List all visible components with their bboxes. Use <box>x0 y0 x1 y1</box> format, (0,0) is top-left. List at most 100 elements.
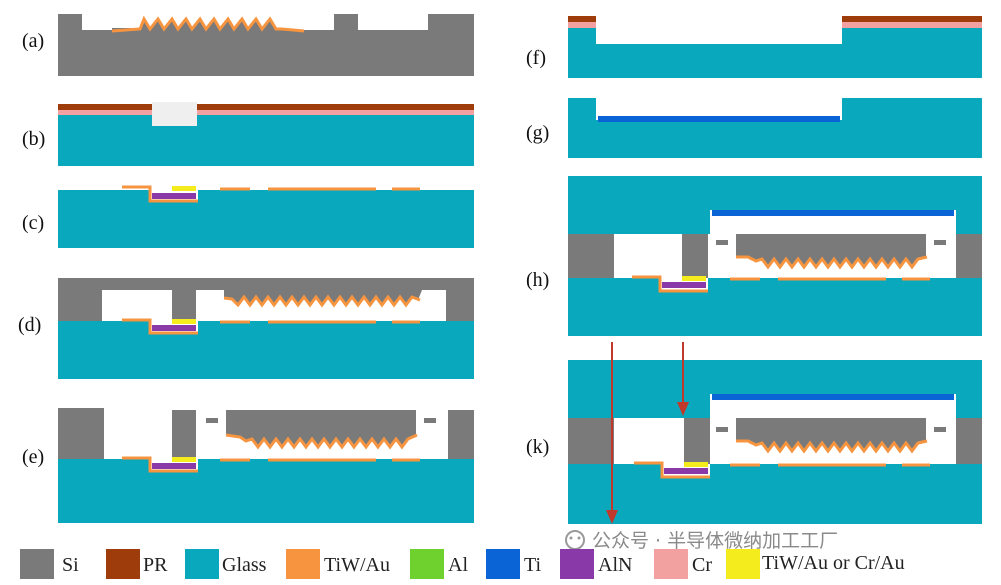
glass-substrate <box>568 464 982 524</box>
si-anchor-right <box>956 418 982 464</box>
legend-label-tiwau: TiW/Au <box>324 554 390 576</box>
step-label-k: (k) <box>526 436 549 458</box>
cr-layer <box>58 110 474 115</box>
tiwau-line <box>122 185 198 203</box>
glass-substrate <box>58 114 474 166</box>
legend-label-al: Al <box>448 554 468 576</box>
si-spring-left <box>716 427 728 432</box>
tiw-or-cr-pad <box>172 319 196 324</box>
pr-layer-left <box>568 16 596 22</box>
tiwau-line <box>122 456 198 473</box>
step-label-d: (d) <box>18 314 41 336</box>
si-anchor-left <box>568 234 614 278</box>
si-anchor-left <box>58 408 104 459</box>
legend: Si PR Glass TiW/Au Al Ti AlN Cr TiW/Au o… <box>20 549 905 579</box>
step-label-f: (f) <box>526 47 546 69</box>
si-spring-right <box>934 427 946 432</box>
aln-layer <box>152 463 196 469</box>
step-h-panel <box>568 176 982 336</box>
ti-getter <box>712 210 954 216</box>
legend-swatch-cr <box>654 549 688 579</box>
step-label-g: (g) <box>526 122 549 144</box>
step-f-panel <box>568 16 982 78</box>
aln-layer <box>662 282 706 288</box>
ti-getter <box>712 394 954 400</box>
legend-swatch-ti <box>486 549 520 579</box>
tiwau-film <box>111 15 305 33</box>
legend-label-pr: PR <box>143 554 168 576</box>
tiwau-film <box>225 433 418 450</box>
aln-layer <box>152 325 196 331</box>
glass-cap <box>568 360 982 418</box>
tiwau-line <box>634 461 710 479</box>
glass-cap <box>568 176 982 234</box>
step-label-b: (b) <box>22 128 45 150</box>
si-spring-right <box>934 240 946 245</box>
si-anchor-mid <box>172 410 196 459</box>
aln-layer <box>152 193 196 199</box>
aln-layer <box>664 468 708 474</box>
tiwau-line <box>632 275 708 293</box>
tiwau-line <box>122 318 198 335</box>
legend-swatch-tiw-or-cr <box>726 549 760 579</box>
si-anchor-mid <box>682 234 708 278</box>
glass-substrate <box>58 190 474 248</box>
step-e-panel <box>58 408 474 523</box>
wechat-icon <box>565 530 585 550</box>
step-label-e: (e) <box>22 446 44 468</box>
step-k-panel <box>568 342 982 524</box>
step-g-panel <box>568 98 982 158</box>
glass-substrate <box>58 321 474 379</box>
si-anchor-mid <box>684 418 710 464</box>
si-anchor-right <box>956 234 982 278</box>
legend-swatch-al <box>410 549 444 579</box>
watermark: 公众号 · 半导体微纳加工工厂 <box>565 530 838 552</box>
tiwau-film <box>736 255 928 270</box>
step-d-panel <box>58 278 474 379</box>
tiw-or-cr-pad <box>172 457 196 462</box>
legend-label-ti: Ti <box>524 554 542 576</box>
legend-swatch-pr <box>106 549 140 579</box>
si-proof-mass <box>226 410 416 446</box>
si-proof-mass <box>736 418 926 450</box>
tiw-or-cr-pad <box>682 276 706 281</box>
si-anchor-left <box>568 418 614 464</box>
legend-label-glass: Glass <box>222 554 267 576</box>
watermark-text: 公众号 · 半导体微纳加工工厂 <box>592 530 838 552</box>
tiw-or-cr-pad <box>172 186 196 191</box>
step-b-panel <box>58 102 474 166</box>
tiw-or-cr-pad <box>684 462 708 467</box>
legend-swatch-si <box>20 549 54 579</box>
legend-swatch-aln <box>560 549 594 579</box>
legend-label-si: Si <box>62 554 79 576</box>
legend-label-aln: AlN <box>598 554 632 576</box>
pr-layer-right <box>842 16 982 22</box>
tiwau-film <box>223 294 421 308</box>
legend-swatch-tiwau <box>286 549 320 579</box>
si-proof-mass <box>736 234 926 266</box>
cr-layer-right <box>842 22 982 28</box>
glass-substrate <box>58 459 474 523</box>
si-substrate <box>58 14 474 76</box>
step-label-c: (c) <box>22 212 44 234</box>
glass-substrate <box>568 278 982 336</box>
si-spring-left <box>206 418 218 423</box>
si-anchor-right <box>448 410 474 459</box>
pr-layer <box>58 104 474 110</box>
si-spring-left <box>716 240 728 245</box>
ti-getter <box>598 116 840 122</box>
step-label-h: (h) <box>526 269 549 291</box>
si-structure <box>58 278 474 321</box>
glass-cap <box>568 28 982 78</box>
legend-label-cr: Cr <box>692 554 712 576</box>
step-a-panel <box>58 14 474 76</box>
glass-cap <box>568 98 982 158</box>
step-c-panel <box>58 185 474 248</box>
legend-swatch-glass <box>185 549 219 579</box>
pr-opening <box>152 102 197 126</box>
si-spring-right <box>424 418 436 423</box>
cr-layer-left <box>568 22 596 28</box>
via-arrow-short <box>677 342 689 416</box>
tiwau-film <box>736 439 928 454</box>
